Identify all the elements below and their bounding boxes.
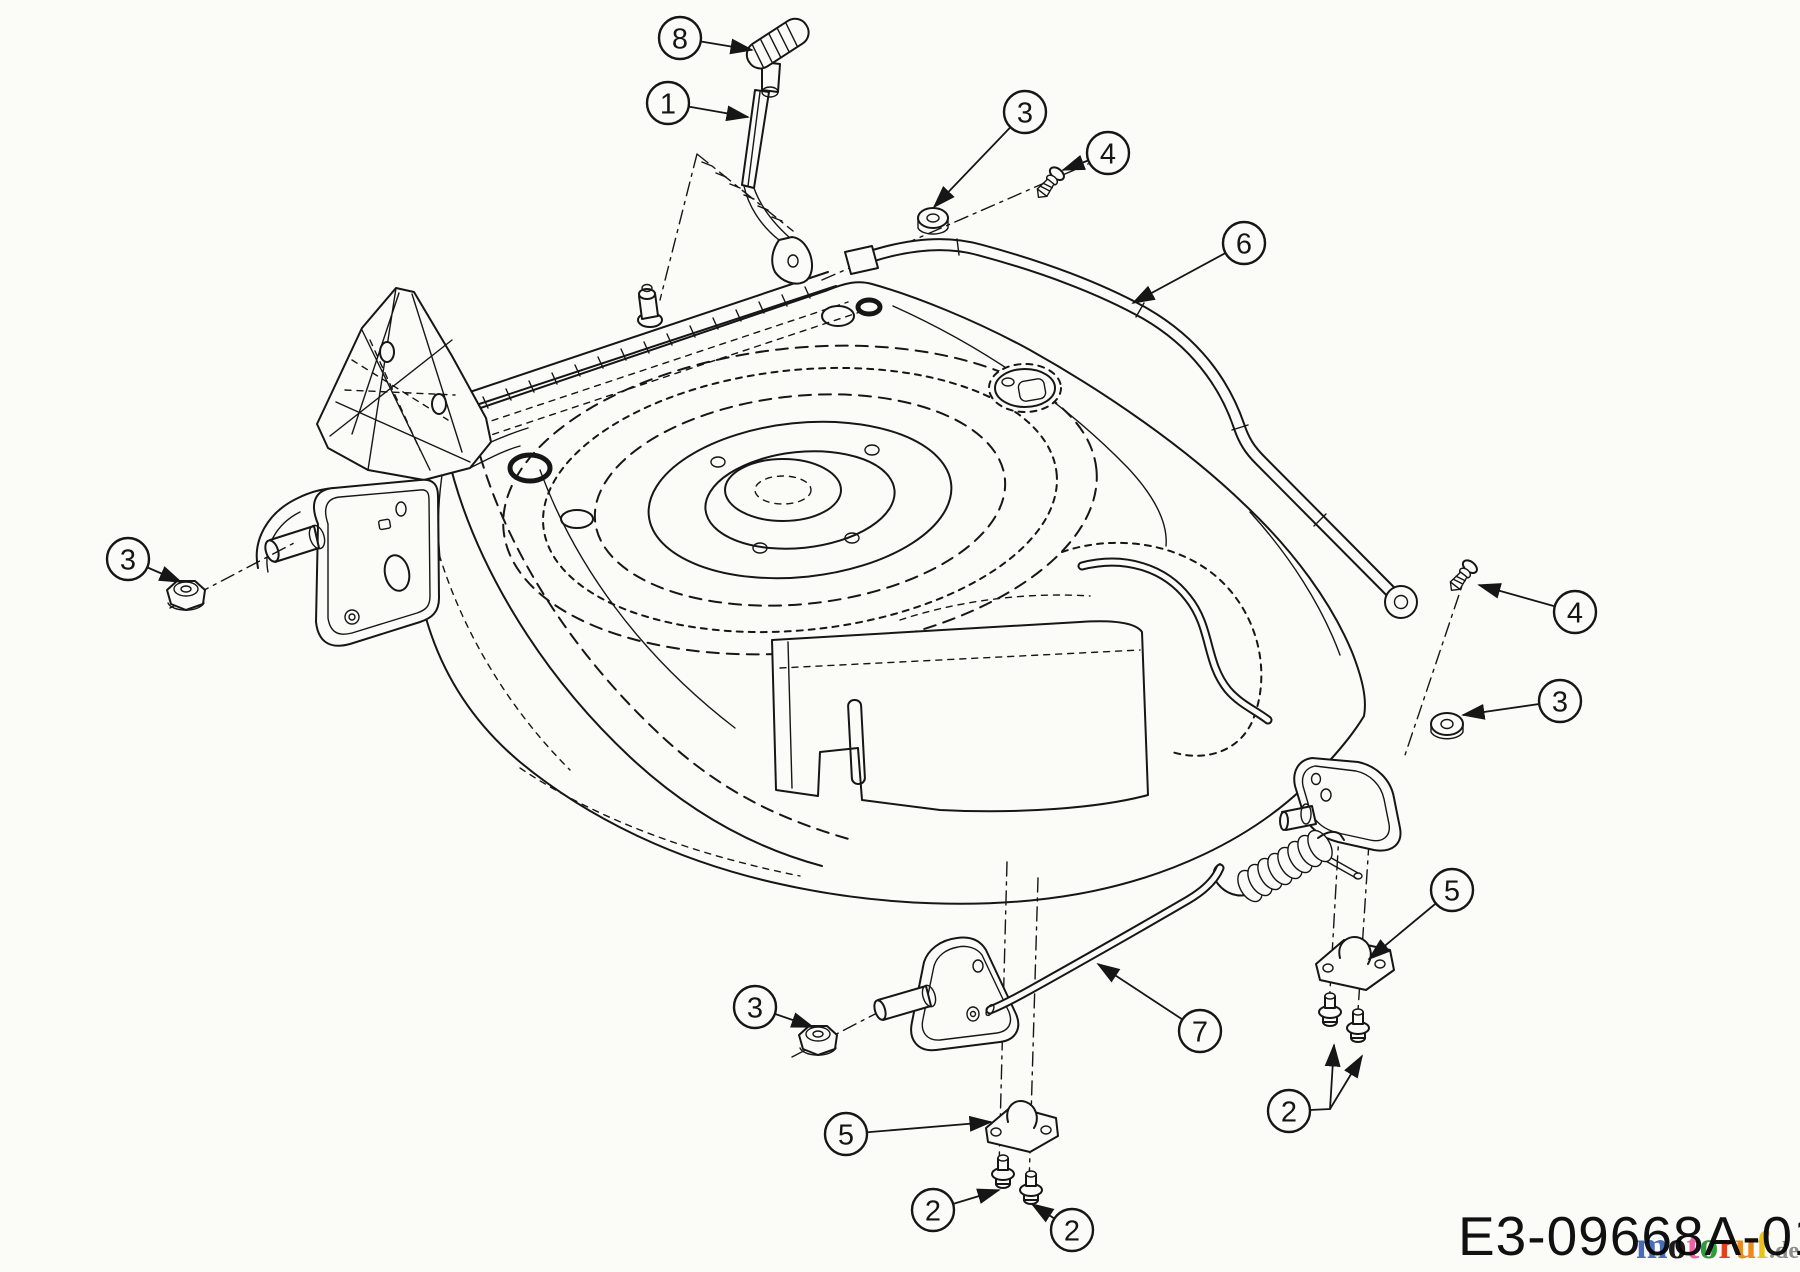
flange-washer-right (1430, 712, 1464, 740)
rod-clamp-front (985, 1100, 1059, 1153)
callout-3[interactable]: 3 (732, 984, 815, 1030)
belt-cover (771, 620, 1149, 813)
callout-number: 1 (660, 89, 676, 121)
callout-3[interactable]: 3 (1461, 678, 1583, 724)
callout-number: 3 (747, 993, 763, 1025)
callout-5[interactable]: 5 (823, 1111, 993, 1157)
callout-balloon (1266, 1088, 1312, 1134)
deck-bosses (507, 297, 1062, 529)
callout-number: 5 (1444, 876, 1460, 908)
callout-balloon (1177, 1008, 1223, 1054)
callout-number: 3 (120, 545, 136, 577)
callout-balloon (1429, 867, 1475, 913)
callout-balloon (645, 80, 691, 126)
callout-number: 8 (672, 24, 688, 56)
shoulder-bolts (1036, 166, 1481, 597)
callout-6[interactable]: 6 (1131, 220, 1267, 304)
callout-number: 3 (1552, 687, 1568, 719)
callout-balloon (105, 536, 151, 582)
callout-balloon (1537, 678, 1583, 724)
callout-balloon (1085, 130, 1131, 176)
callout-number: 5 (838, 1120, 854, 1152)
tension-spring (1212, 829, 1345, 903)
callout-number: 2 (1064, 1216, 1080, 1248)
hub (710, 444, 880, 554)
deck-body (414, 281, 1366, 905)
rear-pivot-bracket (1279, 757, 1402, 880)
callout-number: 4 (1100, 139, 1116, 171)
callout-balloon (657, 15, 703, 61)
part-number: E3-09668A-01 (1458, 1205, 1800, 1267)
handle-recess (1061, 541, 1273, 757)
callout-number: 6 (1236, 229, 1252, 261)
handle-bar-tube (844, 238, 1418, 619)
callout-2[interactable]: 2 (910, 1187, 1001, 1233)
callout-2[interactable]: 2 (1266, 1043, 1363, 1134)
callout-number: 3 (1017, 98, 1033, 130)
callout-balloon (1049, 1207, 1095, 1253)
callout-number: 7 (1192, 1017, 1208, 1049)
callout-number: 2 (925, 1196, 941, 1228)
watermark-logo: motoruf.de (1636, 1225, 1799, 1267)
callout-balloon (910, 1187, 956, 1233)
control-rod (985, 863, 1225, 1017)
callout-layer: 8 1 3 4 6 3 4 3 5 3 7 2 5 2 2 (105, 15, 1598, 1253)
callout-balloon (1002, 89, 1048, 135)
callout-balloon (1221, 220, 1267, 266)
front-pivot-bracket (873, 936, 1020, 1052)
flange-washer-top (917, 207, 949, 235)
lever-knob (745, 17, 810, 98)
rod-clamp-rear (1315, 936, 1395, 991)
callout-3[interactable]: 3 (105, 536, 183, 583)
left-bracket-plate (255, 478, 440, 647)
callout-7[interactable]: 7 (1096, 962, 1223, 1054)
height-lever (659, 89, 813, 301)
callout-4[interactable]: 4 (1477, 583, 1598, 635)
callout-number: 4 (1567, 598, 1583, 630)
callout-1[interactable]: 1 (645, 80, 750, 126)
clamp-screws (991, 992, 1370, 1205)
callout-3[interactable]: 3 (932, 89, 1048, 209)
callout-8[interactable]: 8 (657, 15, 754, 61)
callout-number: 2 (1281, 1097, 1297, 1129)
callout-2[interactable]: 2 (1030, 1202, 1095, 1253)
callout-balloon (732, 984, 778, 1030)
rail-stud (637, 283, 663, 328)
callout-4[interactable]: 4 (1061, 130, 1131, 176)
callout-balloon (1552, 589, 1598, 635)
mounting-rail (429, 271, 861, 443)
callout-balloon (823, 1111, 869, 1157)
callout-5[interactable]: 5 (1367, 867, 1475, 961)
